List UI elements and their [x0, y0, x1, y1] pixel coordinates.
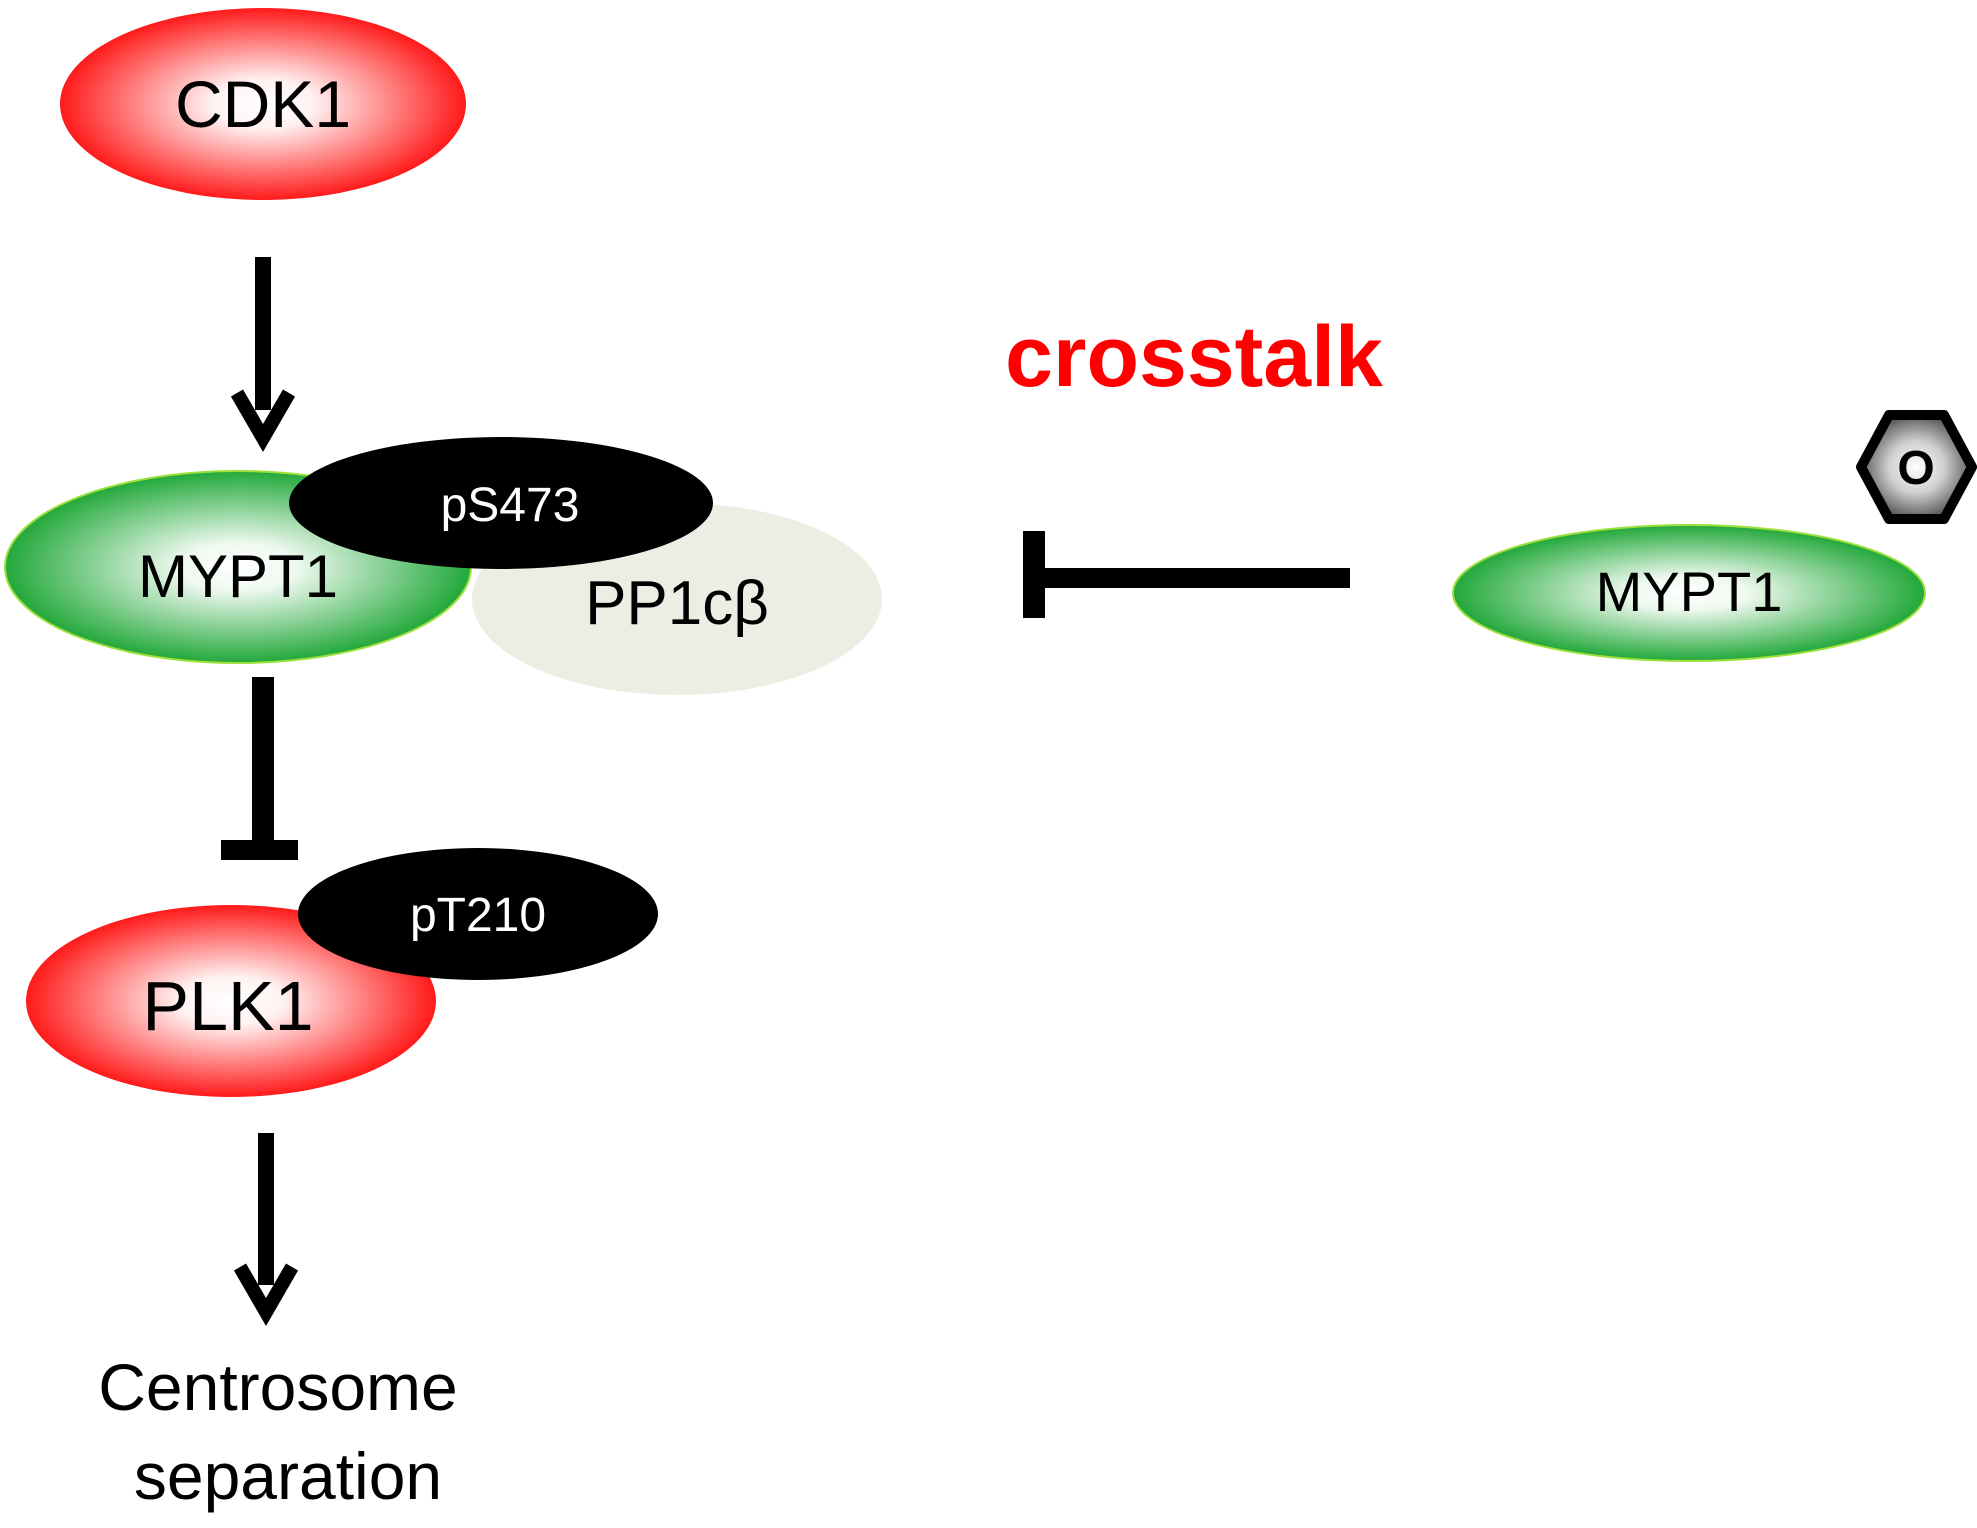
mypt1-modified-label: MYPT1	[1596, 560, 1783, 623]
ps473-badge: pS473	[289, 437, 713, 569]
cdk1-label: CDK1	[175, 67, 351, 141]
ps473-label: pS473	[441, 479, 580, 532]
crosstalk-label: crosstalk	[1005, 309, 1383, 405]
modification-badge-label: O	[1897, 442, 1934, 495]
cdk1-node: CDK1	[60, 8, 466, 200]
inhibition-bar-crosstalk	[1023, 531, 1350, 618]
pt210-badge: pT210	[298, 848, 658, 980]
outcome-line1: Centrosome	[98, 1350, 458, 1424]
activation-arrow-cdk1-mypt1	[230, 257, 296, 452]
mypt1-label: MYPT1	[138, 543, 338, 610]
o-glcnac-hexagon-icon: O	[1856, 410, 1977, 524]
plk1-label: PLK1	[142, 967, 313, 1045]
mypt1-modified-node: MYPT1	[1452, 524, 1926, 662]
pt210-label: pT210	[410, 889, 546, 942]
activation-arrow-plk1-outcome	[233, 1133, 299, 1326]
outcome-line2: separation	[134, 1439, 442, 1513]
outcome-text: Centrosome separation	[98, 1350, 458, 1513]
inhibition-bar-mypt1-plk1	[221, 677, 298, 860]
pp1cb-label: PP1cβ	[585, 569, 769, 638]
